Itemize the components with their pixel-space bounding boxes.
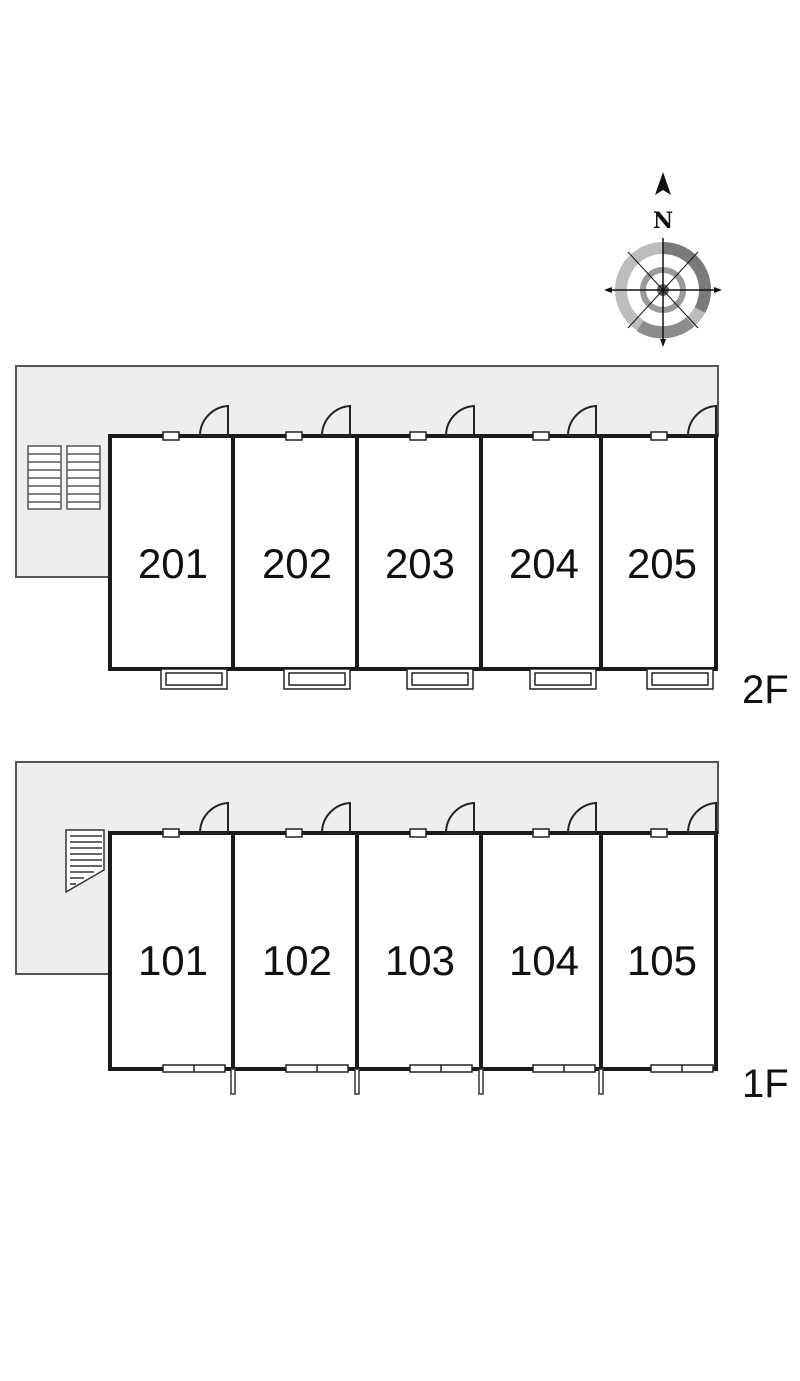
- partitions-1f: [231, 833, 603, 1069]
- building-1f: [108, 831, 718, 1071]
- east-arrow-icon: [714, 287, 722, 293]
- unit-202: 202: [262, 540, 332, 587]
- doors-1f: [198, 801, 717, 834]
- compass: N: [604, 172, 722, 347]
- floor-1f: 101 102 103 104 105 1F: [15, 761, 789, 1106]
- balconies-2f: [160, 668, 714, 690]
- stairs-2f: [27, 445, 101, 510]
- fence-posts-1f: [230, 1068, 604, 1095]
- unit-103: 103: [385, 937, 455, 984]
- floor-label-2f: 2F: [742, 668, 789, 712]
- stairs-1f: [65, 829, 105, 894]
- corridor-windows-2f: [162, 431, 668, 441]
- unit-201: 201: [138, 540, 208, 587]
- unit-203: 203: [385, 540, 455, 587]
- south-arrow-icon: [660, 339, 666, 347]
- corridor-windows-1f: [162, 828, 668, 838]
- unit-105: 105: [627, 937, 697, 984]
- compass-line-diag2: [627, 251, 699, 329]
- doors-2f: [198, 404, 717, 437]
- building-2f: [108, 434, 718, 671]
- unit-101: 101: [138, 937, 208, 984]
- compass-dark-arc-2: [636, 317, 694, 339]
- bottom-windows-1f: [162, 1064, 714, 1073]
- unit-104: 104: [509, 937, 579, 984]
- unit-204: 204: [509, 540, 579, 587]
- unit-205: 205: [627, 540, 697, 587]
- compass-dark-arc: [662, 241, 712, 313]
- north-arrow-icon: [655, 172, 671, 195]
- partitions-2f: [231, 436, 603, 669]
- unit-102: 102: [262, 937, 332, 984]
- west-arrow-icon: [604, 287, 612, 293]
- floor-2f: 201 202 203 204 205 2F: [15, 365, 789, 712]
- north-label: N: [653, 208, 673, 234]
- floor-label-1f: 1F: [742, 1062, 789, 1106]
